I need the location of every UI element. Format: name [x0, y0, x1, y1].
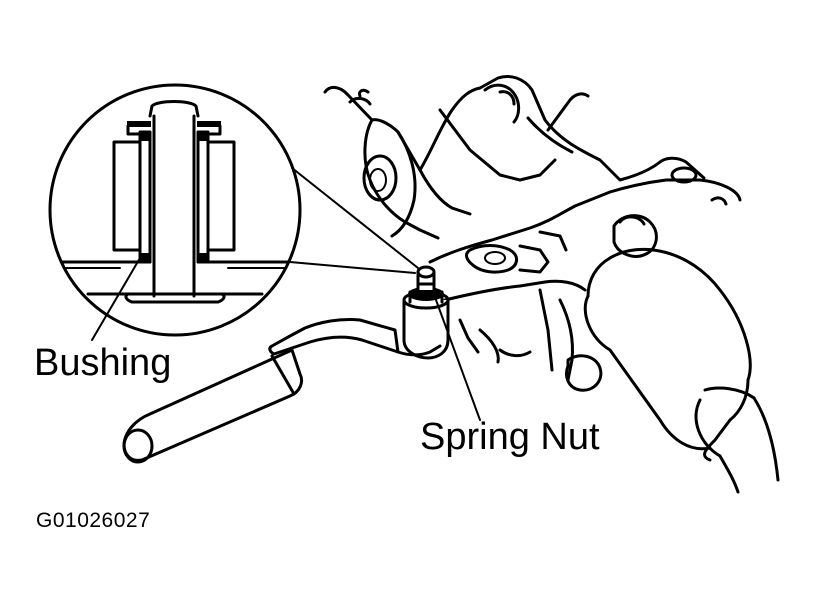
shock-absorber: [583, 247, 780, 494]
spring-nut-leader: [435, 299, 481, 421]
spring-nut-label: Spring Nut: [420, 416, 600, 458]
ball-joint-stud: [402, 265, 450, 360]
bushing-label: Bushing: [34, 342, 172, 384]
figure-code: G01026027: [36, 509, 151, 532]
knuckle-arm: [428, 156, 742, 392]
wrench-tool: [122, 318, 442, 464]
steering-knuckle: [323, 75, 662, 240]
bushing-detail-magnifier: [48, 83, 419, 341]
